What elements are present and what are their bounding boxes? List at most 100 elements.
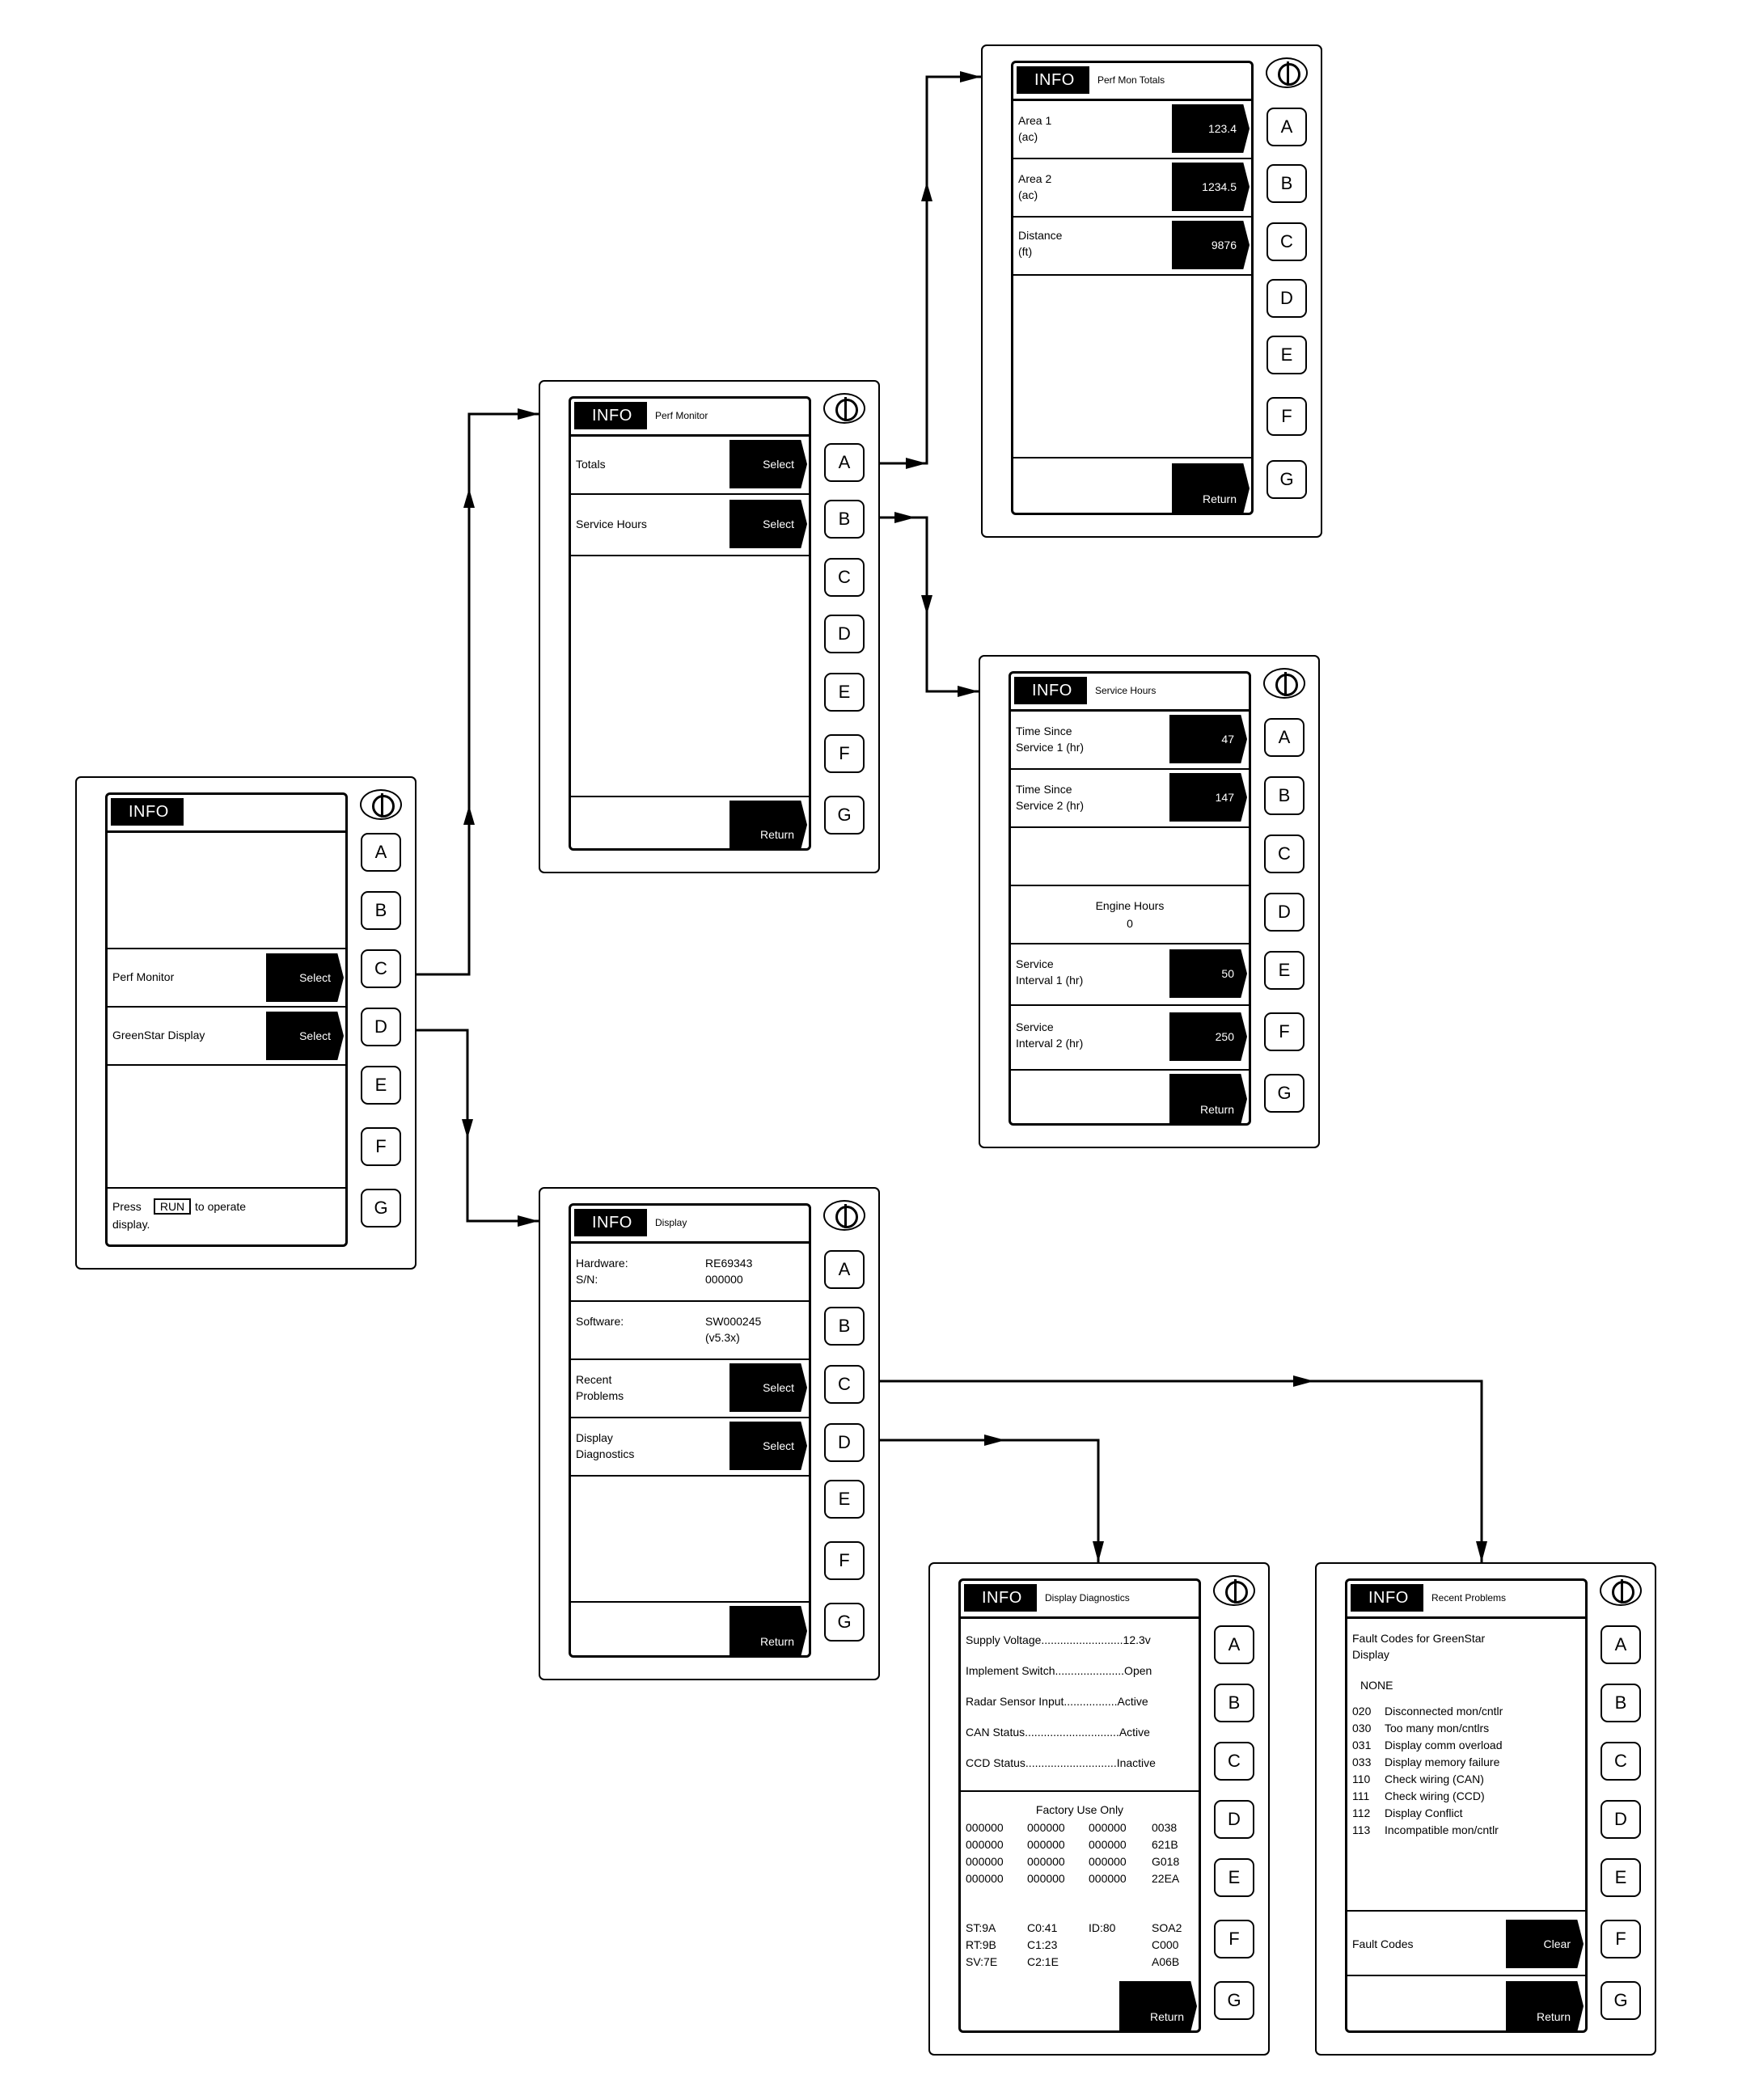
key-b[interactable]: B xyxy=(1266,164,1307,203)
key-f[interactable]: F xyxy=(824,1541,865,1580)
footer-row: Return xyxy=(1011,1071,1249,1123)
key-d[interactable]: D xyxy=(824,615,865,653)
key-e[interactable]: E xyxy=(824,1480,865,1519)
key-g[interactable]: G xyxy=(824,1603,865,1642)
key-b[interactable]: B xyxy=(361,891,401,930)
return-softkey[interactable]: Return xyxy=(729,1606,807,1655)
power-button[interactable] xyxy=(823,393,865,424)
key-f[interactable]: F xyxy=(1264,1012,1305,1051)
key-d[interactable]: D xyxy=(1214,1800,1254,1839)
key-e[interactable]: E xyxy=(1214,1858,1254,1897)
key-a[interactable]: A xyxy=(824,1250,865,1289)
key-g[interactable]: G xyxy=(824,796,865,835)
power-button[interactable] xyxy=(1600,1575,1642,1606)
key-a[interactable]: A xyxy=(1601,1625,1641,1664)
return-softkey[interactable]: Return xyxy=(1506,1981,1584,2030)
arrowhead xyxy=(894,512,916,523)
key-c[interactable]: C xyxy=(1264,835,1305,873)
power-button[interactable] xyxy=(1213,1575,1255,1606)
monitor-service-hours: INFO Service Hours Time Since Service 1 … xyxy=(979,655,1320,1148)
key-b[interactable]: B xyxy=(1264,776,1305,815)
factory-col-2: 000000 000000 000000 000000 xyxy=(1027,1821,1065,1885)
key-e[interactable]: E xyxy=(361,1066,401,1105)
key-c[interactable]: C xyxy=(824,558,865,597)
key-c[interactable]: C xyxy=(824,1365,865,1404)
clear-softkey[interactable]: Clear xyxy=(1506,1920,1584,1968)
key-g[interactable]: G xyxy=(1266,460,1307,499)
key-a[interactable]: A xyxy=(1214,1625,1254,1664)
key-d[interactable]: D xyxy=(1264,893,1305,932)
screen-title: Display xyxy=(655,1217,687,1228)
empty-row xyxy=(108,833,345,949)
power-button[interactable] xyxy=(1266,57,1308,88)
greenstar-display-select-softkey[interactable]: Select xyxy=(266,1012,344,1060)
return-softkey[interactable]: Return xyxy=(1169,1074,1247,1123)
key-d[interactable]: D xyxy=(1601,1800,1641,1839)
key-e[interactable]: E xyxy=(1264,951,1305,990)
softkey-column: A B C D E F G xyxy=(1213,1575,1262,2028)
info-tab: INFO xyxy=(964,1584,1037,1612)
value-box: 47 xyxy=(1169,715,1247,763)
row-recent-problems[interactable]: Recent Problems Select xyxy=(571,1360,809,1418)
row-greenstar-display[interactable]: GreenStar Display Select xyxy=(108,1008,345,1066)
key-f[interactable]: F xyxy=(824,734,865,773)
row-fault-codes-clear[interactable]: Fault Codes Clear xyxy=(1347,1912,1585,1976)
power-icon xyxy=(1275,674,1298,696)
service-hours-select-softkey[interactable]: Select xyxy=(729,500,807,548)
totals-select-softkey[interactable]: Select xyxy=(729,440,807,488)
key-f[interactable]: F xyxy=(1601,1920,1641,1958)
key-e[interactable]: E xyxy=(824,673,865,712)
key-g[interactable]: G xyxy=(1264,1074,1305,1113)
key-d[interactable]: D xyxy=(1266,279,1307,318)
row-totals[interactable]: Totals Select xyxy=(571,437,809,495)
hardware-labels: Hardware: S/N: xyxy=(576,1257,628,1286)
row-service-hours[interactable]: Service Hours Select xyxy=(571,495,809,556)
power-button[interactable] xyxy=(1263,668,1305,699)
key-g[interactable]: G xyxy=(361,1189,401,1227)
key-f[interactable]: F xyxy=(361,1127,401,1166)
key-e[interactable]: E xyxy=(1601,1858,1641,1897)
perf-monitor-select-softkey[interactable]: Select xyxy=(266,953,344,1002)
empty-row xyxy=(571,556,809,797)
screen-title: Service Hours xyxy=(1095,685,1157,696)
key-g[interactable]: G xyxy=(1214,1981,1254,2020)
key-b[interactable]: B xyxy=(1214,1684,1254,1722)
screen-header: INFO Display xyxy=(571,1206,809,1244)
status-implement-switch: Implement Switch......................Op… xyxy=(966,1664,1152,1677)
key-e[interactable]: E xyxy=(1266,336,1307,374)
key-b[interactable]: B xyxy=(824,1307,865,1346)
power-button[interactable] xyxy=(823,1200,865,1231)
key-a[interactable]: A xyxy=(1264,718,1305,757)
key-c[interactable]: C xyxy=(1601,1742,1641,1781)
row-service-interval-2: Service Interval 2 (hr) 250 xyxy=(1011,1006,1249,1071)
key-f[interactable]: F xyxy=(1266,397,1307,436)
key-a[interactable]: A xyxy=(824,443,865,482)
power-button[interactable] xyxy=(360,789,402,820)
row-label: Area 1 (ac) xyxy=(1018,114,1052,143)
arrowhead xyxy=(518,1215,539,1227)
recent-problems-select-softkey[interactable]: Select xyxy=(729,1363,807,1412)
key-g[interactable]: G xyxy=(1601,1981,1641,2020)
screen-perf-monitor: INFO Perf Monitor Totals Select Service … xyxy=(569,396,811,851)
key-d[interactable]: D xyxy=(361,1008,401,1046)
key-a[interactable]: A xyxy=(1266,108,1307,146)
key-a[interactable]: A xyxy=(361,833,401,872)
return-softkey[interactable]: Return xyxy=(1119,1981,1197,2030)
key-b[interactable]: B xyxy=(1601,1684,1641,1722)
row-perf-monitor[interactable]: Perf Monitor Select xyxy=(108,949,345,1008)
key-b[interactable]: B xyxy=(824,500,865,539)
key-c[interactable]: C xyxy=(1266,222,1307,261)
key-d[interactable]: D xyxy=(824,1423,865,1462)
row-area-1: Area 1 (ac) 123.4 xyxy=(1013,101,1251,159)
register-col-2: C0:41 C1:23 C2:1E xyxy=(1027,1921,1059,1968)
key-c[interactable]: C xyxy=(361,949,401,988)
screen-recent-problems: INFO Recent Problems Fault Codes for Gre… xyxy=(1345,1578,1588,2033)
value-box: 123.4 xyxy=(1172,104,1250,153)
key-f[interactable]: F xyxy=(1214,1920,1254,1958)
key-c[interactable]: C xyxy=(1214,1742,1254,1781)
return-softkey[interactable]: Return xyxy=(729,801,807,848)
row-display-diagnostics[interactable]: Display Diagnostics Select xyxy=(571,1418,809,1477)
monitor-perf-monitor: INFO Perf Monitor Totals Select Service … xyxy=(539,380,880,873)
return-softkey[interactable]: Return xyxy=(1172,463,1250,513)
display-diagnostics-select-softkey[interactable]: Select xyxy=(729,1422,807,1470)
